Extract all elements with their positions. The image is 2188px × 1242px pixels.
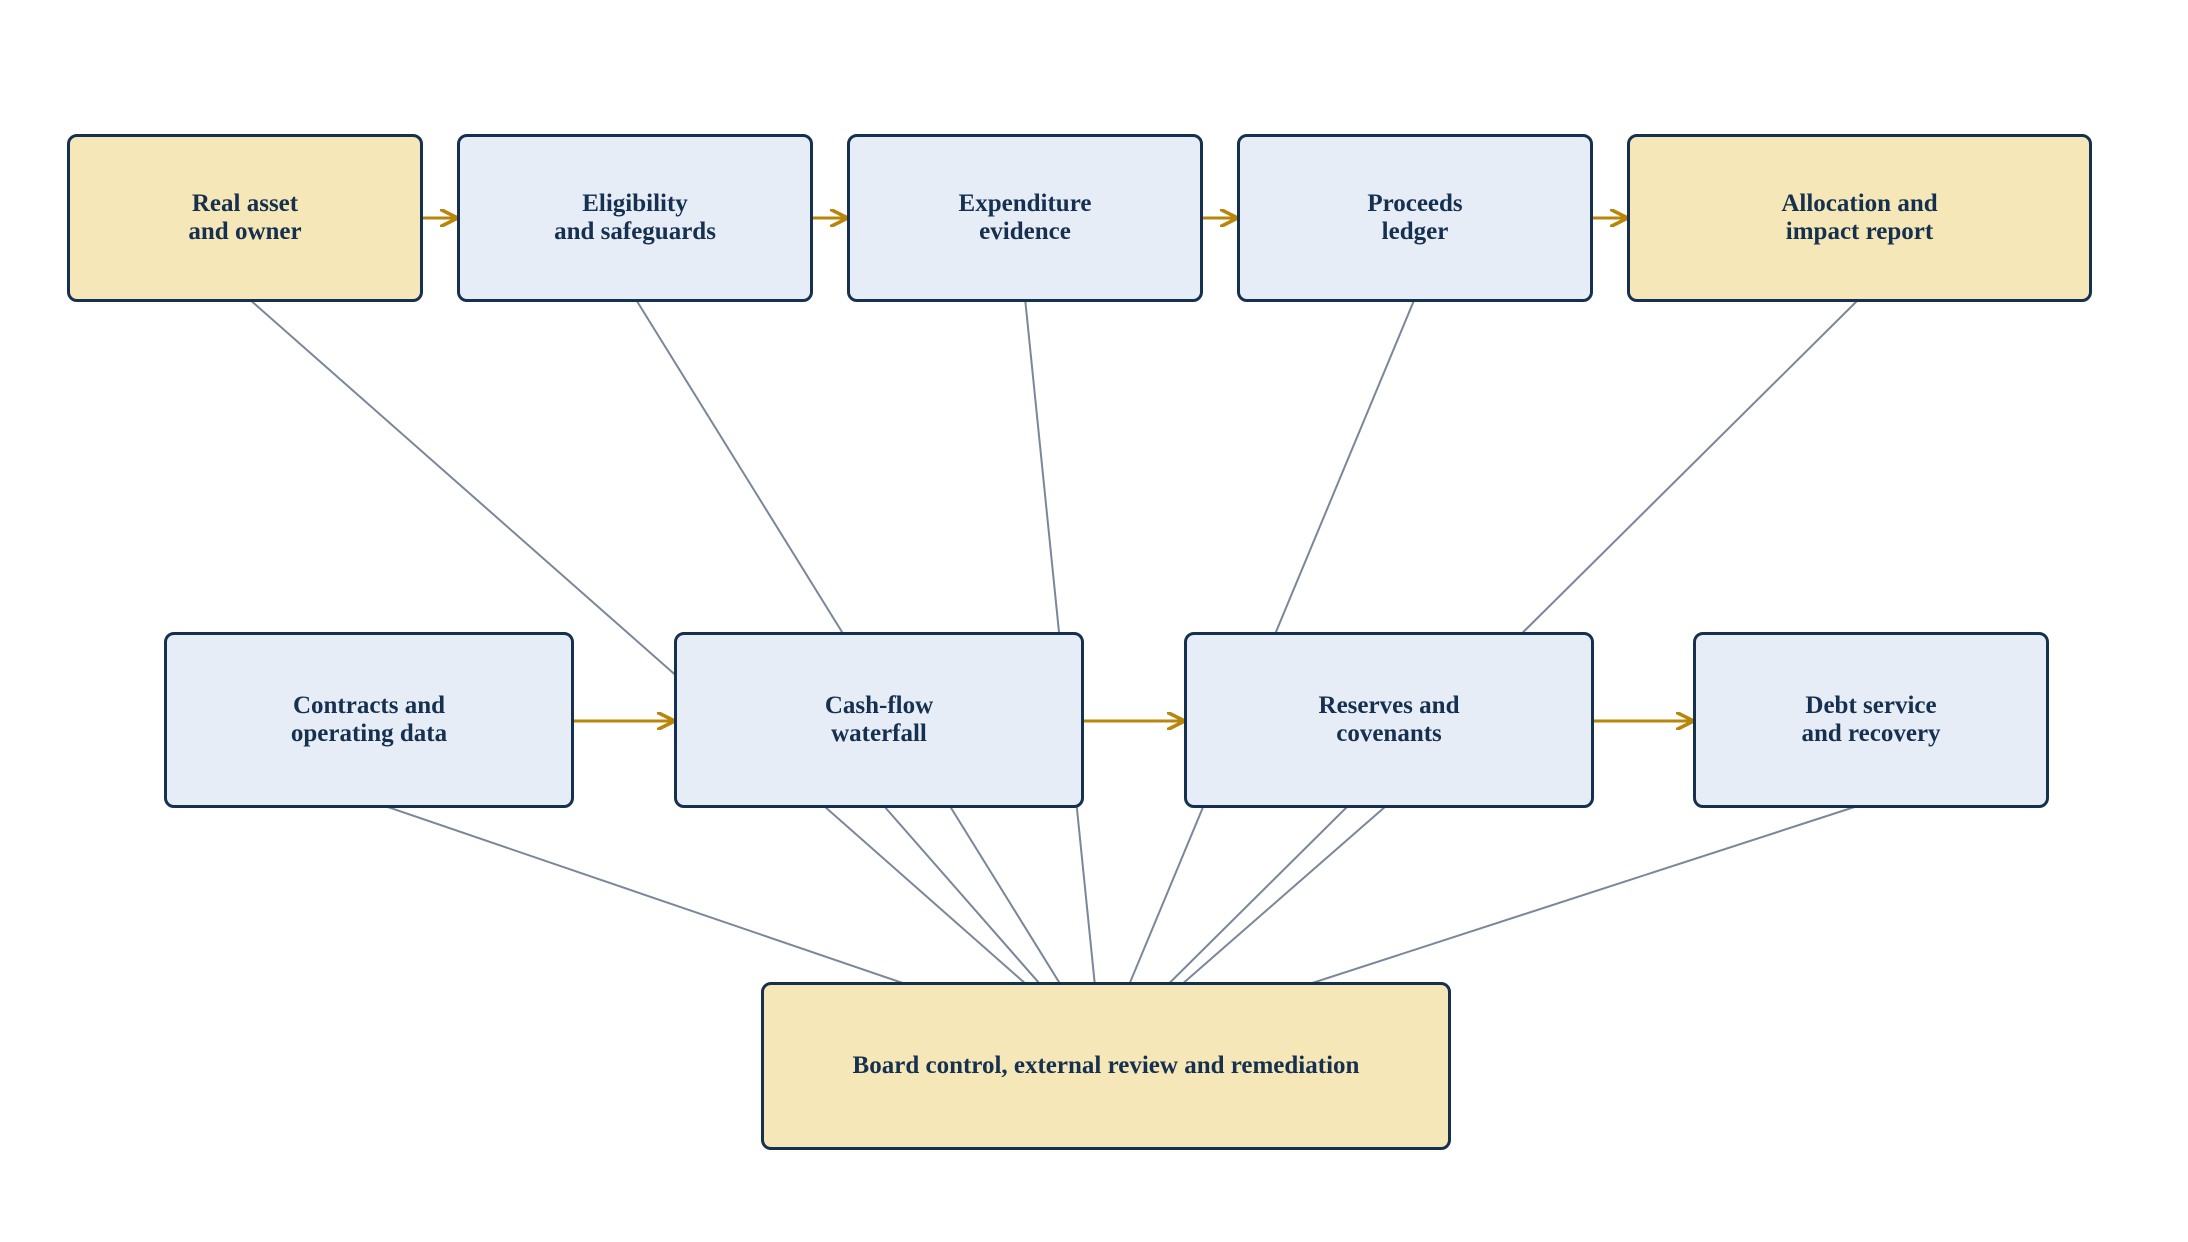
node-contracts-label: Contracts and operating data [290,692,448,747]
node-allocation: Allocation and impact report [1627,134,2092,302]
node-eligibility-label: Eligibility and safeguards [554,190,716,245]
node-eligibility: Eligibility and safeguards [457,134,813,302]
node-cashflow: Cash-flow waterfall [674,632,1084,808]
review-link-real-asset [247,297,1097,1046]
node-debt-service-label: Debt service and recovery [1801,692,1941,747]
node-proceeds-ledger: Proceeds ledger [1237,134,1593,302]
node-debt-service: Debt service and recovery [1693,632,2049,808]
node-cashflow-label: Cash-flow waterfall [824,692,934,747]
node-real-asset: Real asset and owner [67,134,423,302]
node-proceeds-ledger-label: Proceeds ledger [1367,190,1463,245]
node-allocation-label: Allocation and impact report [1781,190,1938,245]
node-reserves-label: Reserves and covenants [1318,692,1460,747]
node-board-control: Board control, external review and remed… [761,982,1451,1150]
node-expenditure: Expenditure evidence [847,134,1203,302]
flow-arrows [420,218,1692,721]
node-reserves: Reserves and covenants [1184,632,1594,808]
node-expenditure-label: Expenditure evidence [958,190,1092,245]
node-real-asset-label: Real asset and owner [188,190,302,245]
node-board-control-label: Board control, external review and remed… [852,1052,1360,1079]
node-contracts: Contracts and operating data [164,632,574,808]
